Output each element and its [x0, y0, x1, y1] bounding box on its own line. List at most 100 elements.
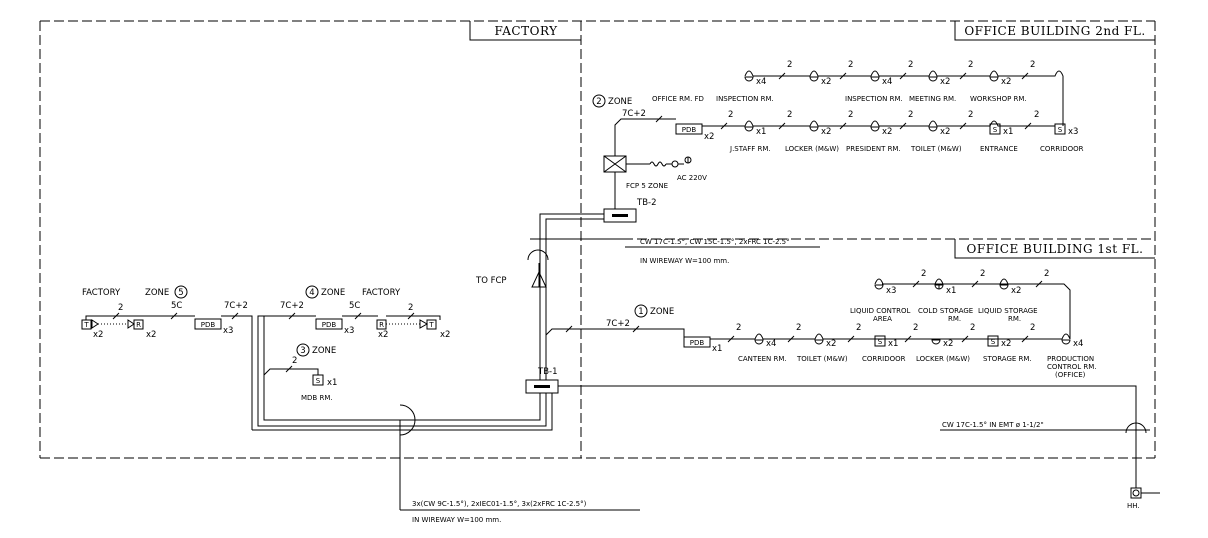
title-office-2nd: OFFICE BUILDING 2nd FL. [954, 21, 1155, 41]
svg-text:TOILET (M&W): TOILET (M&W) [796, 355, 848, 363]
tb-2-label: TB-2 [636, 198, 657, 208]
smoke-detector-icon[interactable] [809, 126, 819, 132]
floor2-top-detectors: x4 x2 x4 x2 x2 [744, 76, 1011, 87]
handhole-icon[interactable]: HH. [1127, 487, 1160, 510]
svg-text:x1: x1 [1003, 127, 1013, 137]
svg-text:INSPECTION RM.: INSPECTION RM. [845, 95, 903, 103]
svg-text:x2: x2 [704, 132, 714, 142]
smoke-detector-icon[interactable] [870, 76, 880, 82]
smoke-detector-icon[interactable] [809, 76, 819, 82]
speaker-icon[interactable]: S [874, 335, 886, 347]
svg-text:T: T [83, 321, 89, 329]
svg-text:AREA: AREA [873, 315, 892, 323]
smoke-detector-icon[interactable] [999, 284, 1009, 290]
svg-text:x2: x2 [882, 127, 892, 137]
wireway-1-sub: IN WIREWAY W=100 mm. [640, 257, 729, 265]
smoke-detector-icon[interactable] [874, 284, 884, 290]
smoke-detector-icon[interactable] [931, 339, 941, 345]
svg-text:T: T [428, 321, 434, 329]
svg-text:S: S [1058, 126, 1063, 134]
svg-text:WORKSHOP RM.: WORKSHOP RM. [970, 95, 1027, 103]
tb-1-box[interactable]: TB-1 [525, 367, 559, 394]
relay-icon[interactable]: R [133, 319, 144, 330]
speaker-icon[interactable]: S [987, 335, 999, 347]
svg-text:LIQUID STORAGE: LIQUID STORAGE [978, 307, 1038, 315]
svg-text:ZONE: ZONE [321, 288, 345, 298]
tb1-to-hh-run: CW 17C-1.5° IN EMT ø 1-1/2" [558, 385, 1150, 488]
svg-text:MDB RM.: MDB RM. [301, 394, 333, 402]
relay-icon[interactable]: R [376, 319, 387, 330]
floor1-bottom-detectors: S S x4 x2 x1 x2 x2 x4 [754, 335, 1083, 349]
heat-detector-icon[interactable] [934, 284, 944, 290]
factory-title: FACTORY [494, 24, 558, 38]
svg-text:CANTEEN RM.: CANTEEN RM. [738, 355, 787, 363]
svg-text:ZONE: ZONE [650, 307, 674, 317]
smoke-detector-icon[interactable] [744, 76, 754, 82]
transmitter-icon[interactable]: T [426, 319, 437, 330]
zone-3: 3 ZONE 2 S x1 MDB RM. [263, 343, 337, 420]
smoke-detector-icon[interactable] [870, 126, 880, 132]
svg-text:3: 3 [300, 346, 305, 356]
speaker-icon[interactable]: S [312, 374, 324, 386]
smoke-detector-icon[interactable] [928, 126, 938, 132]
svg-text:2: 2 [908, 110, 913, 120]
svg-text:x2: x2 [826, 339, 836, 349]
svg-text:x1: x1 [888, 339, 898, 349]
svg-text:CORRIDOOR: CORRIDOOR [862, 355, 906, 363]
speaker-icon[interactable]: S [989, 123, 1001, 135]
speaker-icon[interactable]: S [1054, 123, 1066, 135]
svg-text:1: 1 [638, 307, 643, 317]
svg-text:PRODUCTION: PRODUCTION [1047, 355, 1094, 363]
svg-text:2: 2 [908, 60, 913, 70]
svg-text:x2: x2 [1001, 339, 1011, 349]
svg-text:7C+2: 7C+2 [606, 319, 630, 329]
svg-text:x3: x3 [223, 326, 233, 336]
svg-text:2: 2 [1034, 110, 1039, 120]
svg-text:2: 2 [736, 323, 741, 333]
svg-text:x2: x2 [440, 330, 450, 340]
svg-text:5C: 5C [349, 301, 360, 311]
smoke-detector-icon[interactable] [1061, 339, 1071, 345]
smoke-detector-icon[interactable] [989, 76, 999, 82]
svg-text:x2: x2 [821, 77, 831, 87]
svg-text:ZONE: ZONE [312, 346, 336, 356]
svg-text:x1: x1 [327, 378, 337, 388]
svg-text:S: S [316, 377, 321, 385]
svg-text:4: 4 [309, 288, 314, 298]
svg-text:7C+2: 7C+2 [280, 301, 304, 311]
svg-text:RM.: RM. [948, 315, 961, 323]
svg-text:x2: x2 [93, 330, 103, 340]
bottom-cable-note: 3x(CW 9C-1.5°), 2xIEC01-1.5°, 3x(2xFRC 1… [412, 500, 587, 508]
tb-2-box[interactable]: TB-2 [603, 198, 657, 223]
svg-text:ENTRANCE: ENTRANCE [980, 145, 1018, 153]
svg-text:LOCKER (M&W): LOCKER (M&W) [916, 355, 970, 363]
svg-text:RM.: RM. [1008, 315, 1021, 323]
svg-text:2: 2 [408, 303, 413, 313]
svg-text:x2: x2 [378, 330, 388, 340]
svg-text:2: 2 [292, 356, 297, 366]
smoke-detector-icon[interactable] [928, 76, 938, 82]
svg-text:x3: x3 [886, 286, 896, 296]
smoke-detector-icon[interactable] [744, 126, 754, 132]
zone5-pdb: PDB [201, 321, 216, 329]
transmitter-icon[interactable]: T [81, 319, 92, 330]
zone-4: 4 ZONE FACTORY 7C+2 PDB x3 5C R x2 2 T x… [262, 285, 450, 340]
svg-text:(OFFICE): (OFFICE) [1055, 371, 1086, 379]
svg-text:CORRIDOOR: CORRIDOOR [1040, 145, 1084, 153]
svg-text:TOILET (M&W): TOILET (M&W) [910, 145, 962, 153]
svg-text:J.STAFF RM.: J.STAFF RM. [729, 145, 771, 153]
svg-text:FACTORY: FACTORY [82, 288, 121, 298]
svg-text:ZONE: ZONE [608, 97, 632, 107]
svg-text:2: 2 [1030, 323, 1035, 333]
smoke-detector-icon[interactable] [814, 339, 824, 345]
factory-wireway: 3x(CW 9C-1.5°), 2xIEC01-1.5°, 3x(2xFRC 1… [252, 315, 640, 524]
title-office-1st: OFFICE BUILDING 1st FL. [954, 239, 1155, 259]
svg-text:2: 2 [796, 323, 801, 333]
svg-text:2: 2 [787, 110, 792, 120]
svg-text:x4: x4 [756, 77, 766, 87]
smoke-detector-icon[interactable] [754, 339, 764, 345]
zone4-pdb: PDB [322, 321, 337, 329]
svg-text:2: 2 [848, 110, 853, 120]
fcp-label: FCP 5 ZONE [626, 182, 668, 190]
svg-text:2: 2 [968, 60, 973, 70]
